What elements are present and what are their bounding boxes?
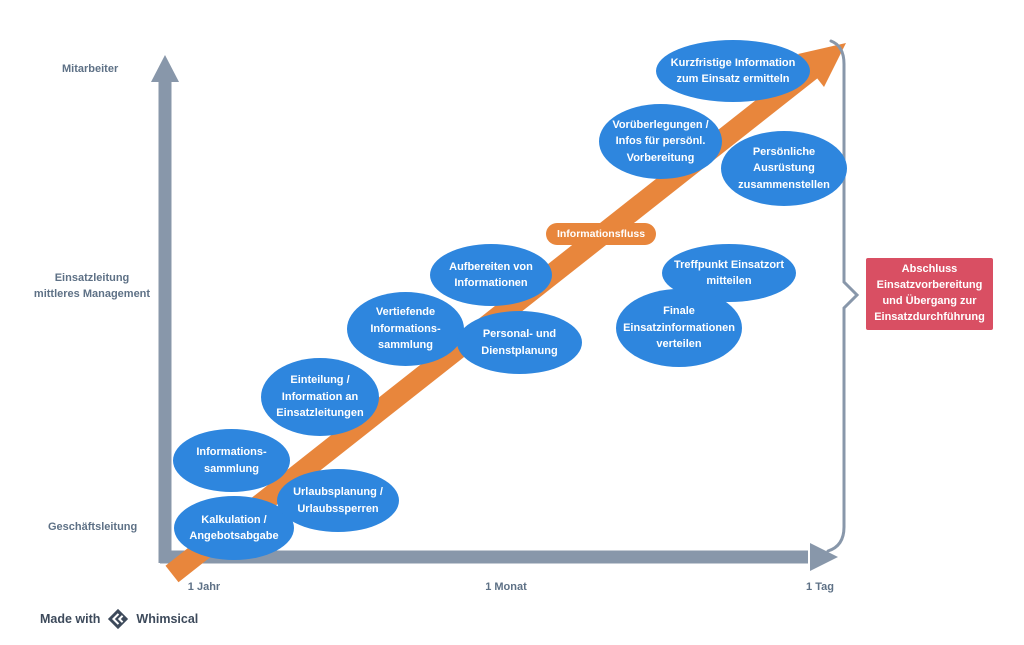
flow-arrow-label[interactable]: Informationsfluss: [546, 223, 656, 245]
x-axis-arrow: [160, 543, 838, 571]
y-axis-arrow: [151, 55, 179, 563]
brand-text[interactable]: Whimsical: [136, 612, 199, 626]
y-axis-label-geschaeftsleitung: Geschäftsleitung: [48, 521, 138, 533]
footer-watermark: Made with Whimsical: [40, 608, 198, 630]
x-axis-label-1-monat: 1 Monat: [485, 581, 527, 593]
y-axis-label-mitarbeiter: Mitarbeiter: [62, 63, 119, 75]
end-box[interactable]: Abschluss Einsatzvorbereitung und Überga…: [866, 258, 993, 330]
node-persoenliche-ausruestung[interactable]: Persönliche Ausrüstung zusammenstellen: [721, 131, 847, 206]
node-vertiefende-informationssammlung[interactable]: Vertiefende Informations- sammlung: [347, 292, 464, 366]
node-einteilung-information[interactable]: Einteilung / Information an Einsatzleitu…: [261, 358, 379, 436]
x-axis-label-1-jahr: 1 Jahr: [187, 581, 221, 593]
node-aufbereiten-informationen[interactable]: Aufbereiten von Informationen: [430, 244, 552, 306]
node-treffpunkt-einsatzort[interactable]: Treffpunkt Einsatzort mitteilen: [662, 244, 796, 302]
whimsical-logo-icon: [108, 608, 129, 630]
node-urlaubsplanung[interactable]: Urlaubsplanung / Urlaubssperren: [277, 469, 399, 532]
x-axis-label-1-tag: 1 Tag: [806, 581, 834, 593]
node-kalkulation-angebotsabgabe[interactable]: Kalkulation / Angebotsabgabe: [174, 496, 294, 560]
made-with-text: Made with: [40, 612, 101, 626]
bracket-arrow: [826, 39, 860, 553]
flow-arrow: [165, 43, 846, 583]
node-vorueberlegungen[interactable]: Vorüberlegungen / Infos für persönl. Vor…: [599, 104, 722, 179]
node-personal-dienstplanung[interactable]: Personal- und Dienstplanung: [457, 311, 582, 374]
node-finale-einsatzinformationen[interactable]: Finale Einsatzinformationen verteilen: [616, 289, 742, 367]
y-axis-label-einsatzleitung: Einsatzleitung mittleres Management: [33, 272, 151, 300]
node-kurzfristige-information[interactable]: Kurzfristige Information zum Einsatz erm…: [656, 40, 810, 102]
node-informationssammlung[interactable]: Informations- sammlung: [173, 429, 290, 492]
